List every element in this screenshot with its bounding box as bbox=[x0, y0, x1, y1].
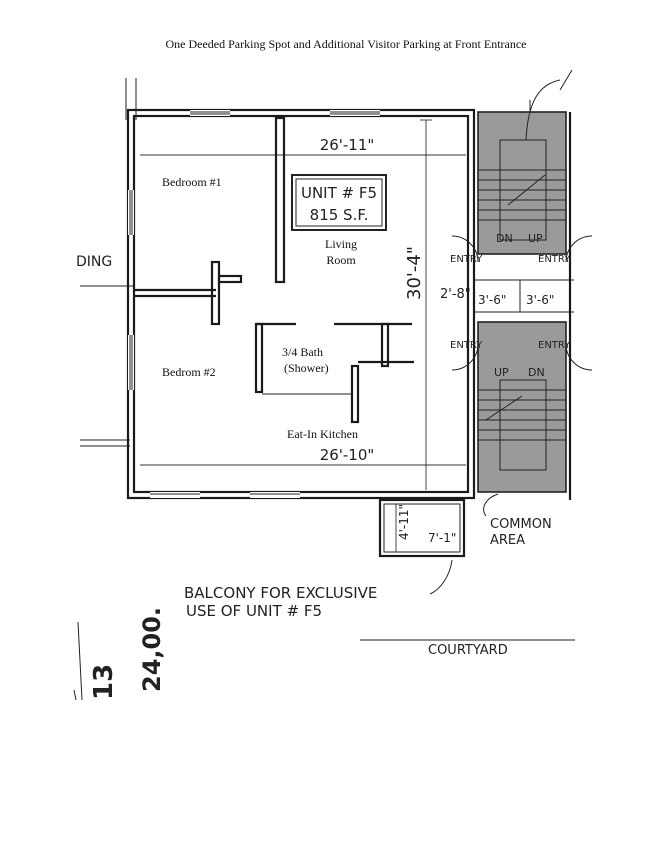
dim-top-width: 26'-11" bbox=[320, 136, 375, 154]
dimension-labels: 26'-11" 30'-4" 26'-10" 2'-8" 3'-6" 3'-6" bbox=[320, 136, 555, 464]
room-label-bedroom2: Bedrom #2 bbox=[162, 365, 216, 379]
margin-notes: 13 24,00. bbox=[73, 607, 166, 701]
room-label-kitchen: Eat-In Kitchen bbox=[287, 427, 358, 441]
common-area-line1: COMMON bbox=[490, 517, 552, 532]
unit-stamp-area: 815 S.F. bbox=[310, 206, 369, 224]
common-area-line2: AREA bbox=[490, 533, 525, 548]
stair-entry-right-top: ENTRY bbox=[538, 254, 571, 265]
stair-lower-up: UP bbox=[494, 366, 509, 379]
stair-upper-dn: DN bbox=[496, 232, 513, 245]
dimension-lines bbox=[140, 119, 466, 490]
left-margin-lines bbox=[80, 78, 137, 447]
courtyard-note: COURTYARD bbox=[360, 639, 575, 658]
dim-corridor: 2'-8" bbox=[440, 287, 471, 302]
stair-lower-dn: DN bbox=[528, 366, 545, 379]
balcony-note-line1: BALCONY FOR EXCLUSIVE bbox=[184, 584, 377, 602]
balcony-note-line2: USE OF UNIT # F5 bbox=[186, 602, 322, 620]
stair-entry-left-bottom: ENTRY bbox=[450, 340, 483, 351]
exterior-walls bbox=[126, 108, 476, 500]
dim-stair-b: 3'-6" bbox=[526, 293, 554, 307]
common-area-note: COMMON AREA bbox=[483, 493, 552, 548]
room-labels: Bedroom #1 Living Room 3/4 Bath (Shower)… bbox=[162, 175, 358, 441]
unit-stamp-number: UNIT # F5 bbox=[301, 184, 377, 202]
dim-balcony-width: 7'-1" bbox=[428, 531, 456, 545]
room-label-bedroom1: Bedroom #1 bbox=[162, 175, 222, 189]
dim-bottom-width: 26'-10" bbox=[320, 446, 375, 464]
page-title: One Deeded Parking Spot and Additional V… bbox=[166, 37, 527, 51]
room-label-living-1: Living bbox=[325, 237, 357, 251]
room-label-bath-1: 3/4 Bath bbox=[282, 345, 323, 359]
stair-entry-right-bottom: ENTRY bbox=[538, 340, 571, 351]
unit-stamp: UNIT # F5 815 S.F. bbox=[291, 174, 387, 231]
margin-note-a: 13 bbox=[89, 664, 119, 700]
dim-height: 30'-4" bbox=[404, 246, 425, 300]
stairwell: DN UP ENTRY ENTRY ENTRY ENTRY UP DN bbox=[450, 69, 593, 500]
room-label-living-2: Room bbox=[326, 253, 356, 267]
dim-stair-a: 3'-6" bbox=[478, 293, 506, 307]
margin-note-b: 24,00. bbox=[138, 607, 166, 692]
courtyard-label: COURTYARD bbox=[428, 643, 508, 658]
left-fragment-text: DING bbox=[76, 254, 112, 270]
stair-entry-left-top: ENTRY bbox=[450, 254, 483, 265]
balcony: 4'-11" 7'-1" bbox=[378, 498, 466, 558]
balcony-note: BALCONY FOR EXCLUSIVE USE OF UNIT # F5 bbox=[184, 559, 453, 620]
room-label-bath-2: (Shower) bbox=[284, 361, 329, 375]
dim-balcony-depth: 4'-11" bbox=[397, 504, 411, 540]
stair-upper-up: UP bbox=[528, 232, 543, 245]
left-fragment: DING bbox=[76, 254, 134, 287]
interior-walls bbox=[134, 116, 414, 424]
